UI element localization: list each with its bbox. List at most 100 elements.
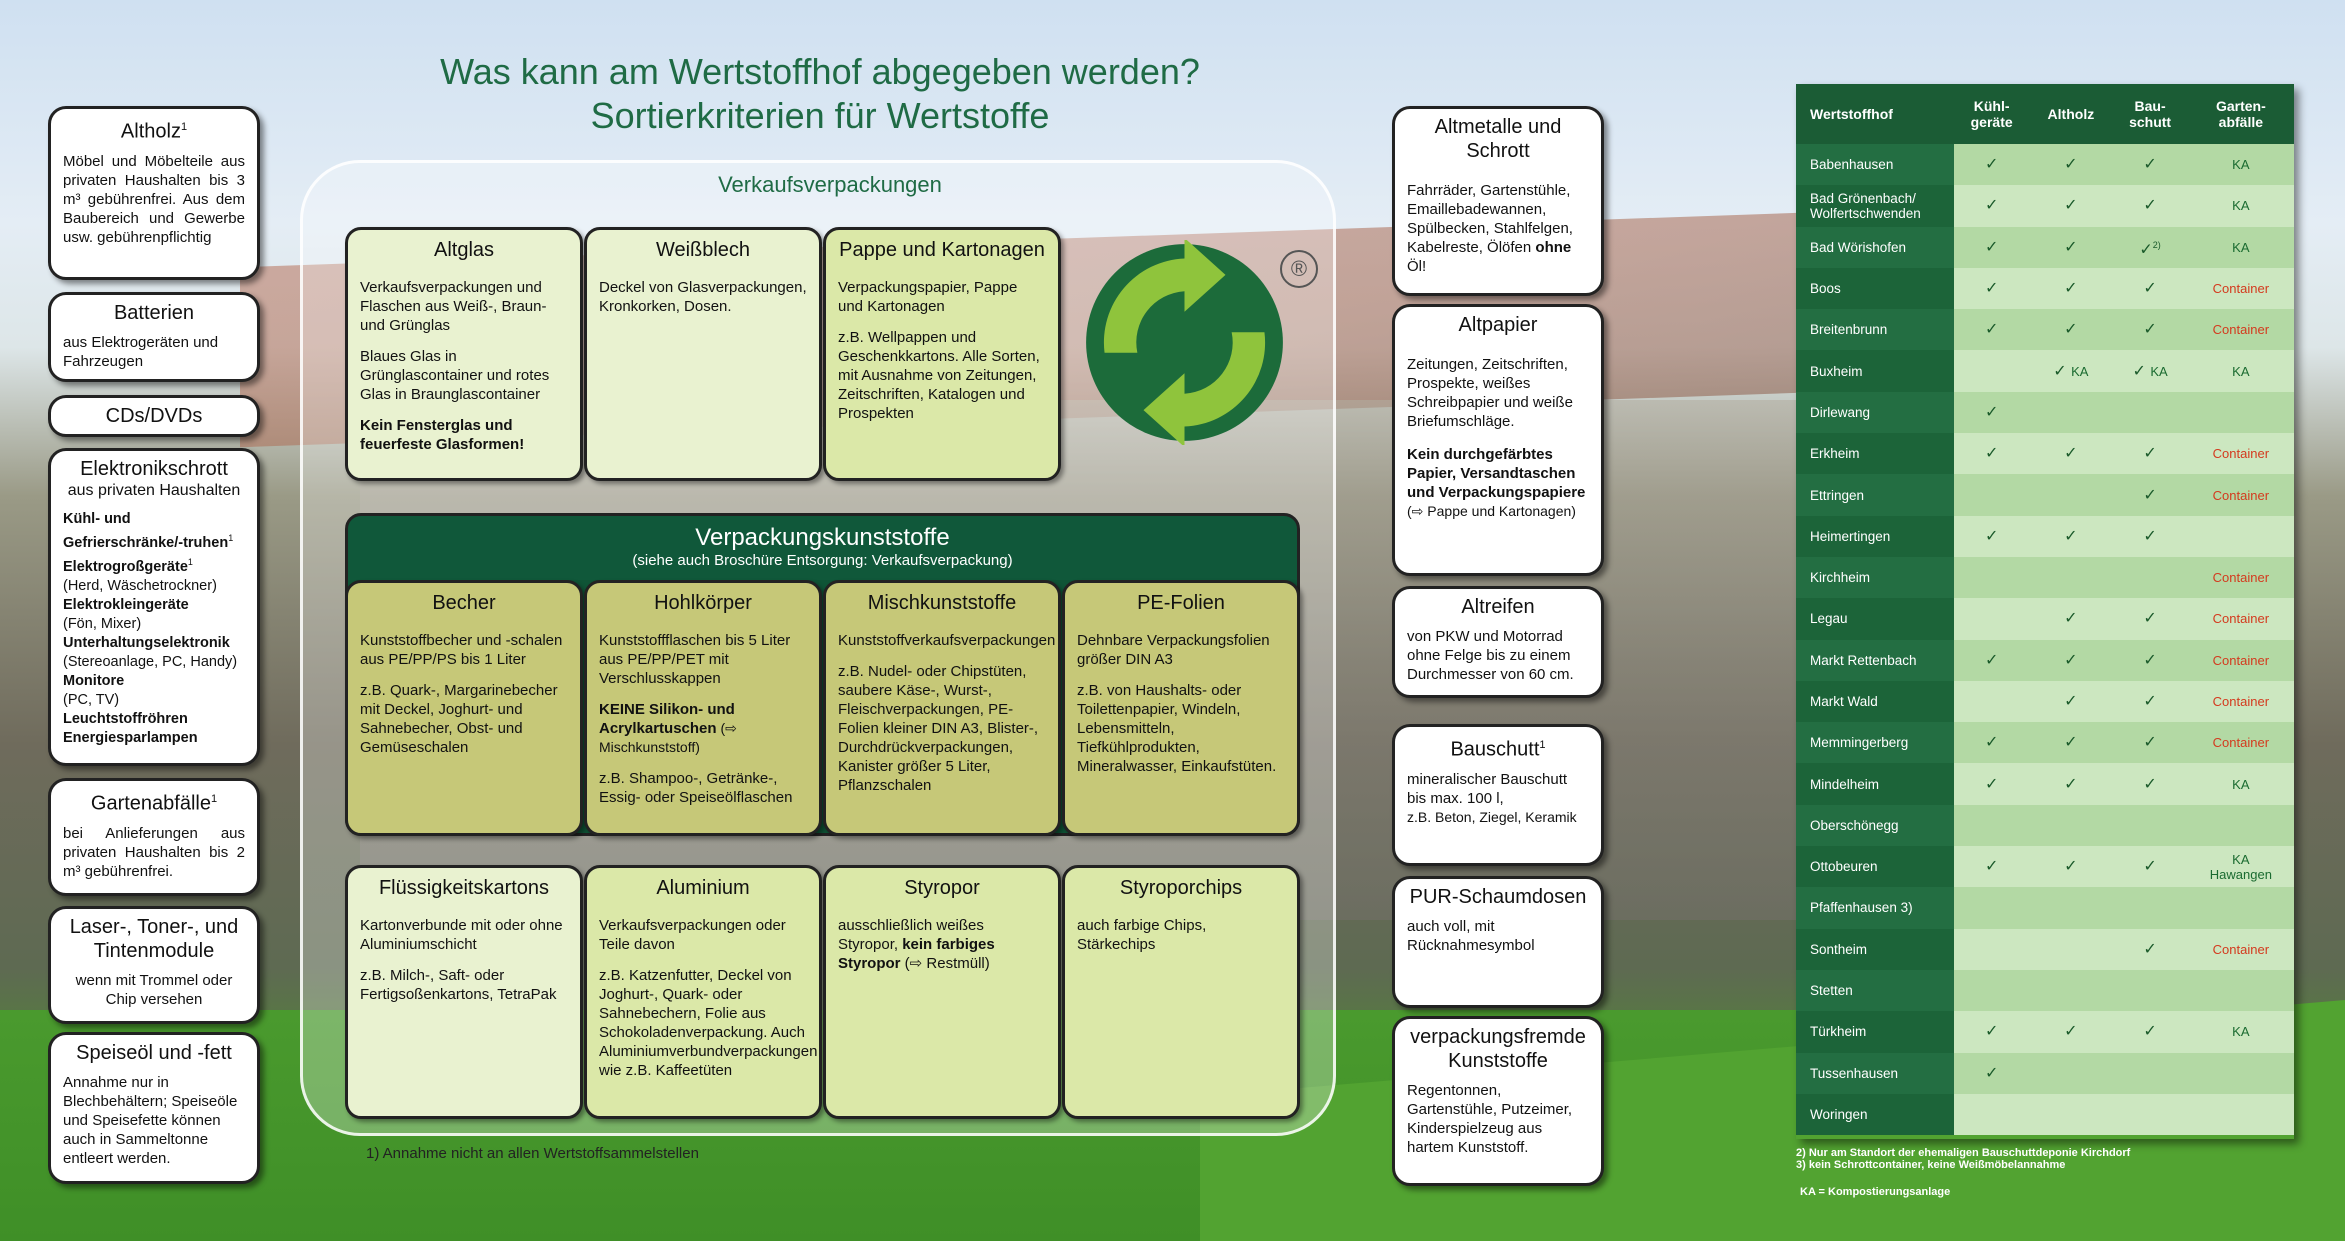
table-cell: ✓ [2112, 433, 2188, 475]
table-cell: ✓ [2029, 639, 2113, 681]
table-cell: ✓ [2112, 928, 2188, 970]
wertstoffhof-name: Oberschönegg [1796, 804, 1954, 847]
table-cell: ✓ [2029, 1011, 2113, 1053]
table-cell: ✓ [2029, 185, 2113, 227]
table-row: Bad Wörishofen✓✓✓2)KA [1796, 226, 2294, 268]
ka-legend: KA = Kompostierungsanlage [1800, 1186, 1951, 1198]
table-header: Wertstoffhof [1796, 84, 1954, 144]
table-header: Bau-schutt [2112, 84, 2188, 144]
wertstoffhof-name: Buxheim [1796, 350, 1954, 392]
table-cell: ✓ [1954, 433, 2030, 475]
table-cell: ✓ [2029, 226, 2113, 268]
table-cell: ✓ [1954, 515, 2030, 557]
table-cell: ✓ [2029, 144, 2113, 186]
table-row: Dirlewang✓ [1796, 391, 2294, 434]
wertstoffhof-name: Erkheim [1796, 433, 1954, 475]
table-cell: KA [2187, 1011, 2294, 1053]
table-cell: ✓ [2112, 1011, 2188, 1053]
table-cell: ✓ [2112, 639, 2188, 681]
wertstoffhof-name: Heimertingen [1796, 515, 1954, 557]
table-cell: ✓ [1954, 226, 2030, 268]
wertstoffhof-name: Stetten [1796, 969, 1954, 1012]
table-cell [2112, 556, 2188, 599]
table-row: Türkheim✓✓✓KA [1796, 1011, 2294, 1053]
table-cell: Container [2187, 474, 2294, 516]
wertstoffhof-name: Türkheim [1796, 1011, 1954, 1053]
table-cell [2029, 1052, 2113, 1094]
table-cell: ✓ [2112, 185, 2188, 227]
table-cell: ✓ [2029, 267, 2113, 310]
table-cell [1954, 969, 2030, 1012]
table-cell: ✓ [2029, 515, 2113, 557]
table-cell [2187, 969, 2294, 1012]
table-cell: Container [2187, 639, 2294, 681]
registered-icon: ® [1280, 250, 1318, 288]
table-row: Erkheim✓✓✓Container [1796, 433, 2294, 475]
wertstoffhof-name: Bad Grönenbach/ Wolfertschwenden [1796, 185, 1954, 227]
table-cell: ✓ [2112, 309, 2188, 351]
wertstoffhof-name: Ottobeuren [1796, 846, 1954, 888]
table-cell [2112, 887, 2188, 929]
table-cell [1954, 556, 2030, 599]
table-cell: ✓ [1954, 309, 2030, 351]
laser-box: Laser-, Toner-, und Tintenmodule wenn mi… [48, 906, 260, 1024]
becher-card: Becher Kunststoffbecher und -schalen aus… [345, 580, 583, 836]
altpapier-box: Altpapier Zeitungen, Zeitschriften, Pros… [1392, 304, 1604, 576]
table-cell [1954, 928, 2030, 970]
table-cell: ✓ [2112, 515, 2188, 557]
verpackungskunststoffe-header: Verpackungskunststoffe (siehe auch Brosc… [345, 513, 1300, 583]
table-cell: Container [2187, 928, 2294, 970]
table-cell: ✓ [2112, 680, 2188, 723]
table-row: Stetten [1796, 969, 2294, 1012]
verpackungsfremde-kunststoffe-box: verpackungsfremde Kunststoffe Regentonne… [1392, 1016, 1604, 1186]
table-cell: ✓ KA [2112, 350, 2188, 392]
styropor-card: Styropor ausschließlich weißes Styropor,… [823, 865, 1061, 1119]
table-cell: ✓2) [2112, 226, 2188, 268]
page-title: Was kann am Wertstoffhof abgegeben werde… [440, 51, 1200, 136]
footnote: 1) Annahme nicht an allen Wertstoffsamme… [366, 1145, 699, 1162]
table-cell: KA [2187, 350, 2294, 392]
table-cell: ✓ [2112, 722, 2188, 764]
table-cell: ✓ [1954, 185, 2030, 227]
weissblech-card: Weißblech Deckel von Glasverpackungen, K… [584, 227, 822, 481]
pappe-card: Pappe und Kartonagen Verpackungspapier, … [823, 227, 1061, 481]
table-cell: ✓ [2029, 763, 2113, 805]
wertstoffhof-name: Mindelheim [1796, 763, 1954, 805]
table-cell [2029, 391, 2113, 434]
table-row: Ettringen✓Container [1796, 474, 2294, 516]
table-row: Woringen [1796, 1093, 2294, 1136]
table-cell: ✓ [1954, 846, 2030, 888]
table-cell [1954, 474, 2030, 516]
table-row: Memmingerberg✓✓✓Container [1796, 722, 2294, 764]
table-row: Markt Wald✓✓Container [1796, 680, 2294, 723]
table-cell [2187, 515, 2294, 557]
table-cell [2112, 969, 2188, 1012]
wertstoffhof-name: Markt Wald [1796, 680, 1954, 723]
table-cell: ✓ [2029, 846, 2113, 888]
altglas-card: Altglas Verkaufsverpackungen und Flasche… [345, 227, 583, 481]
fluessigkeitskartons-card: Flüssigkeitskartons Kartonverbunde mit o… [345, 865, 583, 1119]
table-cell [2112, 804, 2188, 847]
hohlkoerper-card: Hohlkörper Kunststoffflaschen bis 5 Lite… [584, 580, 822, 836]
table-row: Pfaffenhausen 3) [1796, 887, 2294, 929]
table-cell [2029, 556, 2113, 599]
altreifen-box: Altreifen von PKW und Motorrad ohne Felg… [1392, 586, 1604, 698]
table-cell: ✓ [1954, 144, 2030, 186]
table-header: Garten-abfälle [2187, 84, 2294, 144]
table-cell: ✓ [1954, 391, 2030, 434]
altholz-title: Altholz1 [120, 120, 188, 143]
table-cell: Container [2187, 598, 2294, 640]
gartenabfaelle-box: Gartenabfälle1 bei Anlieferungen aus pri… [48, 778, 260, 896]
table-cell [2029, 887, 2113, 929]
table-cell: KA [2187, 144, 2294, 186]
table-header: Altholz [2029, 84, 2113, 144]
table-cell [2187, 887, 2294, 929]
bauschutt-box: Bauschutt1 mineralischer Bauschutt bis m… [1392, 724, 1604, 866]
speiseoel-box: Speiseöl und -fett Annahme nur in Blechb… [48, 1032, 260, 1184]
table-row: Mindelheim✓✓✓KA [1796, 763, 2294, 805]
cds-box: CDs/DVDs [48, 395, 260, 437]
table-cell [2187, 804, 2294, 847]
table-cell: ✓ [2029, 598, 2113, 640]
wertstoffhof-name: Breitenbrunn [1796, 309, 1954, 351]
